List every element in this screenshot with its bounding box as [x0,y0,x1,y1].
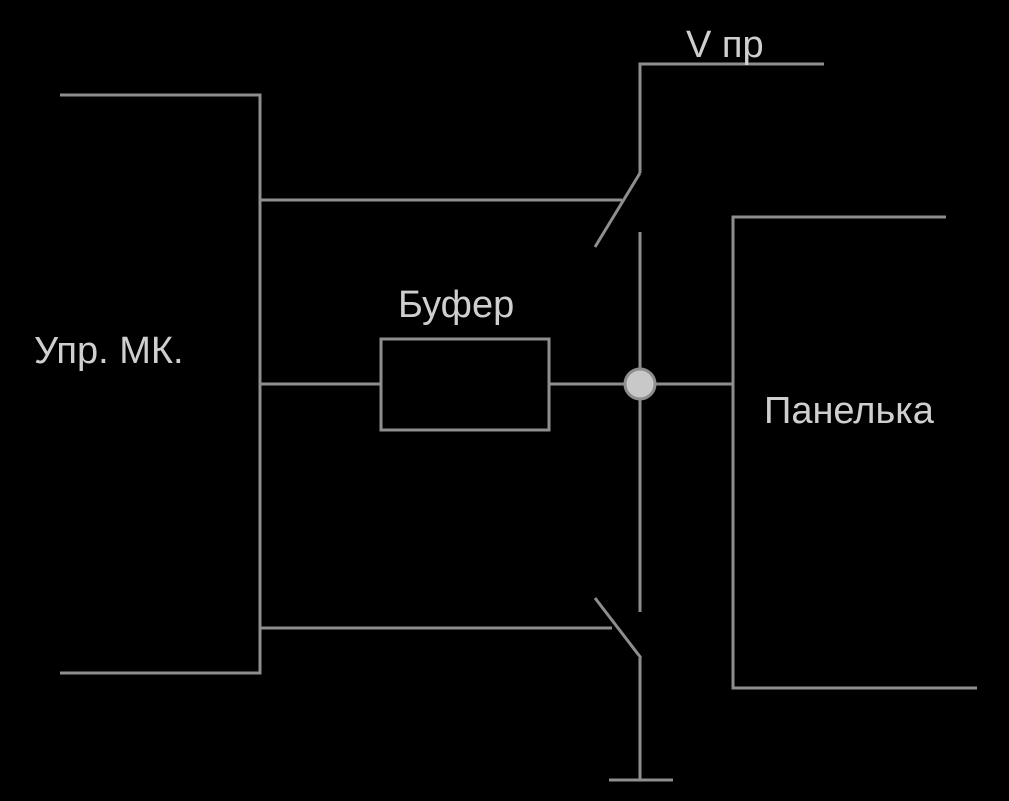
controller-block-outline [60,93,262,675]
buffer-box [379,337,551,432]
controller-label: Упр. МК. [34,330,184,372]
buffer-label: Буфер [398,284,515,326]
panel-block-outline [731,215,977,690]
junction-node [623,367,657,401]
bottom-switch-blade [593,597,643,659]
top-switch-blade [593,172,642,248]
supply-label: V пр [686,24,764,66]
panel-label: Панелька [764,390,934,432]
supply-wire [638,62,824,173]
